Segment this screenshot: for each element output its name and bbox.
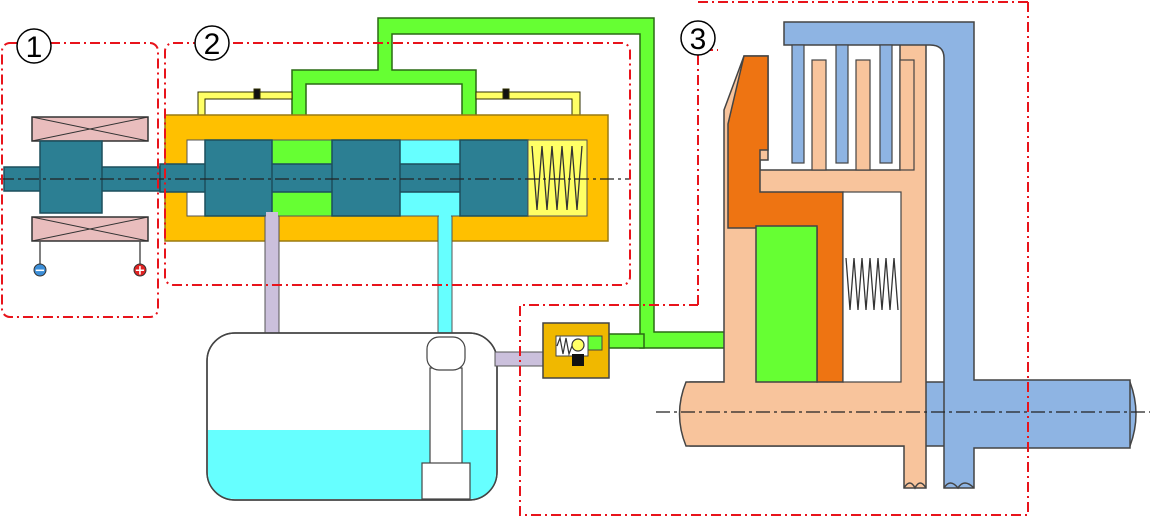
fluid-tank xyxy=(206,332,550,501)
solenoid-armature xyxy=(39,140,103,214)
coil-cross-marks xyxy=(31,116,149,242)
tank-body-outline xyxy=(206,332,498,501)
section-badge-1: 1 xyxy=(16,28,52,64)
return-spring xyxy=(845,257,899,311)
tank-standpipe-head xyxy=(426,336,466,371)
tank-return-pipe xyxy=(494,351,550,367)
negative-terminal xyxy=(33,263,47,277)
steel-plates xyxy=(811,59,915,171)
valve-spring xyxy=(531,145,583,211)
positive-terminal-label: + xyxy=(135,264,146,279)
spool-land-left xyxy=(204,139,273,217)
drain-port-left xyxy=(264,215,280,335)
spool-valve xyxy=(159,114,609,337)
drain-port-right xyxy=(437,215,453,337)
solenoid-section: − + xyxy=(3,116,185,279)
spool-land-middle xyxy=(331,139,401,217)
drum-friction-plates xyxy=(791,44,893,164)
spool-land-right xyxy=(459,139,529,217)
clutch-assembly xyxy=(678,21,1137,490)
section-2-label: 2 xyxy=(204,28,221,61)
positive-terminal xyxy=(133,263,147,277)
housing-cut-end xyxy=(903,482,927,490)
section-badge-3: 3 xyxy=(680,20,716,56)
section-1-boundary xyxy=(1,42,159,318)
pressure-relief-valve xyxy=(542,322,610,379)
section-3-label: 3 xyxy=(690,23,707,56)
section-1-label: 1 xyxy=(26,31,43,64)
relief-valve-ball xyxy=(571,338,585,352)
drum-cut-end xyxy=(943,482,975,490)
relief-valve-seat xyxy=(572,354,584,366)
section-badge-2: 2 xyxy=(194,25,230,61)
clutch-drum xyxy=(783,21,1131,489)
centerlines xyxy=(0,178,1150,413)
clutch-piston xyxy=(755,225,818,383)
tank-standpipe-foot xyxy=(421,462,471,500)
relief-valve-spring xyxy=(556,335,573,357)
tank-standpipe xyxy=(429,367,463,465)
negative-terminal-label: − xyxy=(35,264,46,279)
section-2-boundary xyxy=(164,42,631,286)
